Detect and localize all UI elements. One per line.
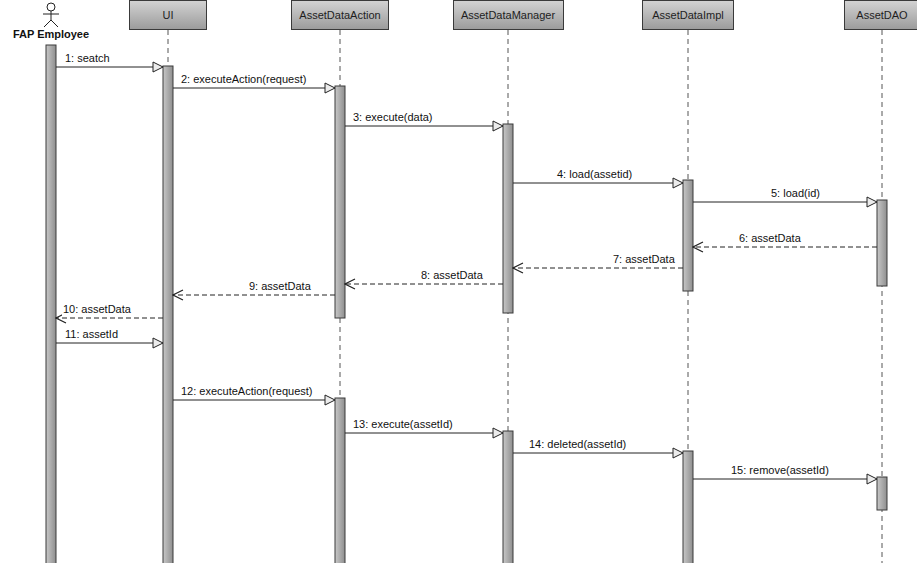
message-label: 12: executeAction(request) <box>180 385 313 398</box>
message-label: 11: assetId <box>64 328 119 341</box>
activation-bar <box>877 477 887 510</box>
lifeline-header: AssetDataImpl <box>642 0 734 30</box>
object-name: AssetDAO <box>856 9 907 22</box>
activation-bar <box>503 431 513 563</box>
activation-bar <box>163 66 173 563</box>
activation-bar <box>503 124 513 313</box>
call-message <box>693 479 877 480</box>
return-message <box>345 284 503 285</box>
object-name: AssetDataImpl <box>652 9 724 22</box>
return-message <box>56 318 163 319</box>
message-label: 9: assetData <box>248 280 312 293</box>
return-message <box>693 247 877 248</box>
call-message <box>173 400 335 401</box>
activation-bar <box>683 451 693 563</box>
message-label: 6: assetData <box>738 232 802 245</box>
message-label: 14: deleted(assetId) <box>528 438 627 451</box>
object-name: AssetDataAction <box>299 9 380 22</box>
activation-bar <box>683 180 693 291</box>
call-message <box>56 67 163 68</box>
actor-figure <box>39 2 63 28</box>
actor: FAP Employee <box>5 2 98 41</box>
call-message <box>513 453 683 454</box>
message-label: 13: execute(assetId) <box>352 418 454 431</box>
message-label: 2: executeAction(request) <box>180 73 307 86</box>
message-label: 10: assetData <box>62 303 132 316</box>
call-message <box>173 88 335 89</box>
activation-bar <box>335 398 345 563</box>
call-message <box>513 183 683 184</box>
activation-bar <box>877 200 887 286</box>
lifeline-header: AssetDataManager <box>453 0 564 30</box>
message-label: 1: seatch <box>64 52 111 65</box>
call-message <box>345 433 503 434</box>
message-label: 15: remove(assetId) <box>730 464 830 477</box>
activation-bar <box>335 86 345 318</box>
call-message <box>345 126 503 127</box>
return-message <box>513 268 683 269</box>
object-name: AssetDataManager <box>461 9 555 22</box>
lifeline-header: AssetDataAction <box>291 0 389 30</box>
lifeline-header: AssetDAO <box>844 0 917 30</box>
message-label: 5: load(id) <box>770 187 821 200</box>
message-label: 7: assetData <box>612 253 676 266</box>
object-name: UI <box>163 9 174 22</box>
lifeline-header: UI <box>129 0 207 30</box>
call-message <box>56 343 163 344</box>
call-message <box>693 202 877 203</box>
message-label: 8: assetData <box>420 269 484 282</box>
message-label: 3: execute(data) <box>352 111 434 124</box>
activation-bar <box>46 45 56 563</box>
message-label: 4: load(assetid) <box>556 168 633 181</box>
return-message <box>173 295 335 296</box>
actor-name: FAP Employee <box>13 28 89 41</box>
